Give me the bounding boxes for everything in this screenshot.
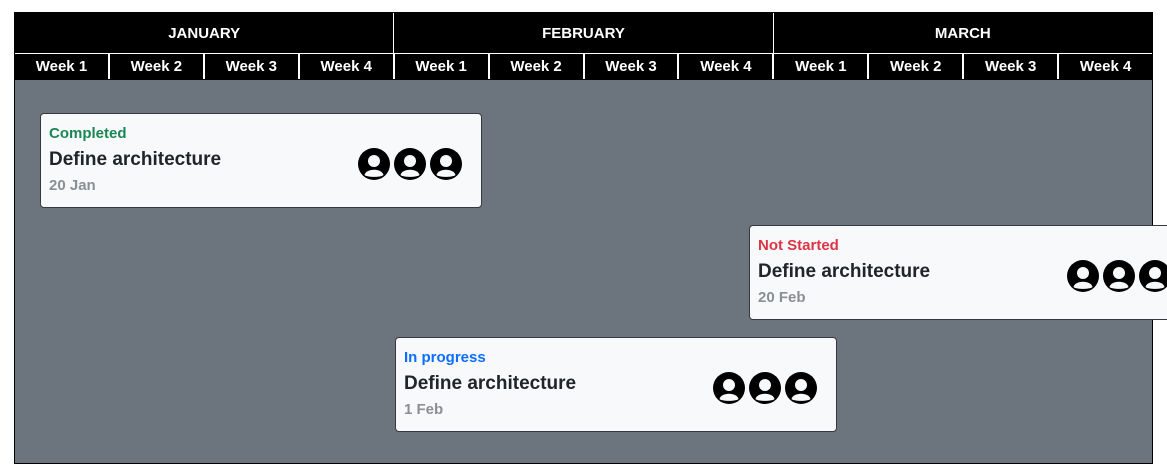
task-status-label: In progress [404, 349, 486, 366]
week-header-mar-1: Week 1 [774, 54, 870, 79]
month-header-row: JANUARY FEBRUARY MARCH [15, 13, 1152, 54]
task-title: Define architecture [404, 373, 577, 394]
week-header-mar-2: Week 2 [869, 54, 965, 79]
week-header-feb-4: Week 4 [679, 54, 775, 79]
user-avatar-icon[interactable] [713, 372, 745, 404]
task-card-completed[interactable]: Completed Define architecture 20 Jan [40, 113, 482, 208]
gantt-body: Completed Define architecture 20 Jan Not… [15, 80, 1167, 465]
user-avatar-icon[interactable] [785, 372, 817, 404]
task-status-label: Completed [49, 125, 127, 142]
week-header-row: Week 1 Week 2 Week 3 Week 4 Week 1 Week … [15, 54, 1152, 80]
task-card-in-progress[interactable]: In progress Define architecture 1 Feb [395, 337, 837, 432]
week-header-feb-2: Week 2 [490, 54, 585, 79]
gantt-chart: JANUARY FEBRUARY MARCH Week 1 Week 2 Wee… [14, 12, 1167, 465]
task-date: 1 Feb [404, 401, 444, 418]
task-status-label: Not Started [758, 237, 839, 254]
user-avatar-icon[interactable] [430, 148, 462, 180]
week-header-feb-3: Week 3 [585, 54, 680, 79]
task-title: Define architecture [758, 261, 931, 282]
week-header-mar-4: Week 4 [1079, 58, 1132, 75]
user-avatar-icon[interactable] [1103, 260, 1135, 292]
task-assignees [713, 372, 817, 404]
user-avatar-icon[interactable] [749, 372, 781, 404]
task-date: 20 Feb [758, 289, 806, 306]
month-header-march: MARCH [934, 24, 991, 42]
week-header-jan-3: Week 3 [205, 54, 300, 79]
task-card-not-started[interactable]: Not Started Define architecture 20 Feb [749, 225, 1167, 320]
user-avatar-icon[interactable] [394, 148, 426, 180]
task-assignees [358, 148, 462, 180]
week-header-jan-2: Week 2 [110, 54, 205, 79]
week-header-feb-1: Week 1 [395, 54, 490, 79]
user-avatar-icon[interactable] [1067, 260, 1099, 292]
month-header-february: FEBRUARY [394, 13, 774, 53]
week-header-jan-1: Week 1 [15, 54, 110, 79]
user-avatar-icon[interactable] [1139, 260, 1167, 292]
task-date: 20 Jan [49, 177, 96, 194]
month-header-january: JANUARY [15, 13, 395, 53]
task-assignees [1067, 260, 1167, 292]
week-header-jan-4: Week 4 [300, 54, 395, 79]
user-avatar-icon[interactable] [358, 148, 390, 180]
week-header-mar-3: Week 3 [964, 54, 1060, 79]
task-title: Define architecture [49, 149, 222, 170]
